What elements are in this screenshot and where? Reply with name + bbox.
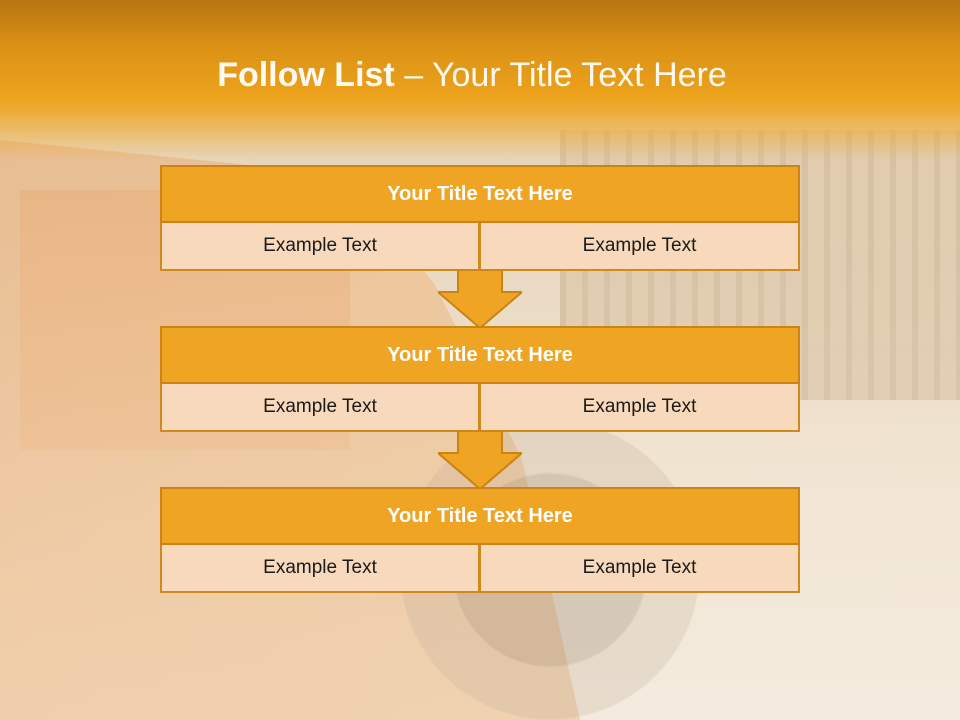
block-cell-left: Example Text xyxy=(160,223,480,271)
page-title-bold: Follow List xyxy=(217,56,395,94)
block-title: Your Title Text Here xyxy=(160,326,800,384)
block-cell-right: Example Text xyxy=(480,384,800,432)
page-title-rest: – Your Title Text Here xyxy=(404,56,727,94)
block-cell-right: Example Text xyxy=(480,223,800,271)
list-block-1: Your Title Text Here Example Text Exampl… xyxy=(160,165,800,271)
page-title: Follow List – Your Title Text Here xyxy=(0,56,944,95)
block-cell-right: Example Text xyxy=(480,545,800,593)
down-arrow-icon xyxy=(438,431,522,491)
header-band: Follow List – Your Title Text Here xyxy=(0,0,960,160)
block-cell-left: Example Text xyxy=(160,545,480,593)
block-cell-left: Example Text xyxy=(160,384,480,432)
down-arrow-icon xyxy=(438,270,522,330)
block-title: Your Title Text Here xyxy=(160,165,800,223)
list-block-3: Your Title Text Here Example Text Exampl… xyxy=(160,487,800,593)
list-block-2: Your Title Text Here Example Text Exampl… xyxy=(160,326,800,432)
block-title: Your Title Text Here xyxy=(160,487,800,545)
